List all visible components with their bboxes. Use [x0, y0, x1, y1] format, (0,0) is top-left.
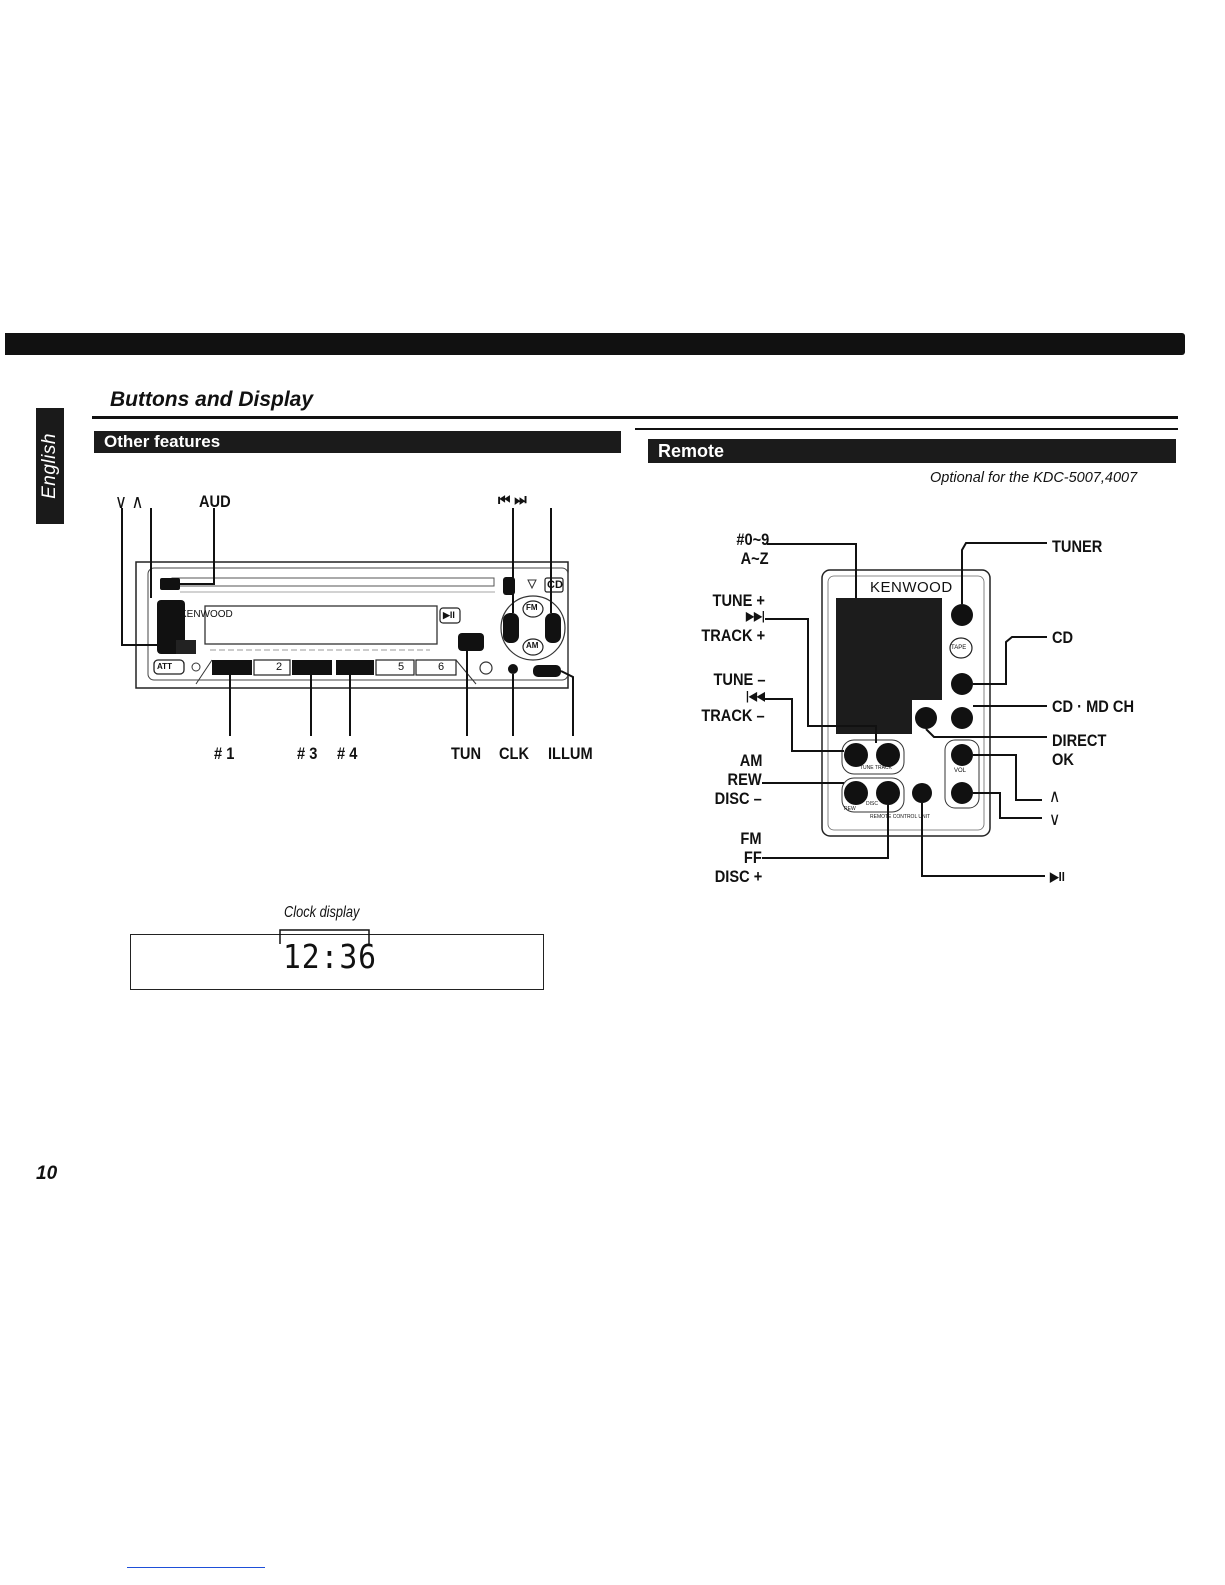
fm-button	[522, 600, 544, 618]
remote-track-minus-label: TRACK –	[701, 706, 765, 725]
illum-button	[533, 665, 561, 677]
play-button	[439, 607, 461, 624]
remote-num-label-1: #0~9	[736, 530, 769, 549]
att-button	[153, 659, 185, 675]
down-button	[951, 782, 973, 804]
cd-md-ch-button	[951, 707, 973, 729]
remote-ok-label: OK	[1052, 750, 1074, 769]
unit-att-label: ATT	[157, 662, 172, 671]
disc-minus-button	[844, 781, 868, 805]
remote-cd-md-ch-label: CD · MD CH	[1052, 697, 1135, 716]
remote-unit-label: REMOTE CONTROL UNIT	[870, 814, 931, 820]
remote-num-label-2: A~Z	[740, 549, 769, 568]
remote-prev-icon: |◀◀	[746, 689, 765, 703]
title-rule-secondary	[635, 428, 1178, 430]
disc-plus-button	[876, 781, 900, 805]
remote-brand: KENWOOD	[870, 579, 953, 596]
disc-logo	[176, 640, 196, 654]
clock-display-box	[130, 934, 544, 990]
unit-preset-2-label: 2	[276, 661, 283, 673]
down-up-label: ∨ ∧	[115, 492, 144, 513]
remote-tune-plus-label: TUNE +	[712, 591, 765, 610]
optional-note: Optional for the KDC-5007,4007	[930, 470, 1138, 486]
tun-label: TUN	[451, 744, 482, 763]
control-ring	[500, 595, 566, 661]
remote-cd-label: CD	[1052, 628, 1074, 647]
tune-plus-button	[876, 743, 900, 767]
title-rule	[92, 416, 1178, 419]
remote-rew-side-label: REW	[727, 770, 762, 789]
unit-play-label: ▶II	[443, 610, 455, 620]
preset-6	[415, 659, 457, 676]
release-button	[160, 578, 180, 590]
remote-body	[821, 569, 991, 837]
remote-rew-label: REW	[844, 806, 856, 812]
prev-next-label: ⏮ ⏭	[498, 492, 527, 509]
remote-tuner-label: TUNER	[1052, 537, 1103, 556]
display-window	[204, 605, 438, 645]
faceplate-inner	[147, 567, 569, 681]
unit-preset-6-label: 6	[438, 661, 445, 673]
tape-button	[949, 637, 973, 659]
preset-3-label: # 3	[297, 744, 318, 763]
language-tab: English	[36, 408, 64, 524]
illum-label: ILLUM	[548, 744, 593, 763]
play-pause-button	[912, 783, 932, 803]
header-bar	[5, 333, 1185, 355]
unit-cd-label: CD	[547, 579, 563, 591]
remote-disc-label: DISC	[866, 801, 878, 807]
preset-2	[253, 659, 291, 676]
unit-fm-label: FM	[526, 603, 538, 612]
unit-am-label: AM	[526, 641, 539, 650]
section-title: Buttons and Display	[110, 388, 314, 411]
clock-digits: 12:36	[283, 937, 377, 976]
scan-edge-line	[127, 1567, 265, 1568]
remote-tune-track-label: TUNE TRACK	[860, 765, 892, 771]
preset-3	[292, 660, 332, 675]
preset-4-label: # 4	[337, 744, 358, 763]
direct-button	[915, 707, 937, 729]
unit-preset-5-label: 5	[398, 661, 405, 673]
page-number: 10	[36, 1163, 58, 1184]
remote-ff-label: FF	[744, 848, 762, 867]
remote-tape-label: TAPE	[951, 645, 967, 651]
remote-am-label: AM	[739, 751, 762, 770]
other-features-band: Other features	[94, 431, 621, 453]
remote-tune-minus-label: TUNE –	[712, 670, 765, 689]
other-features-title: Other features	[104, 432, 221, 451]
preset-5	[375, 659, 415, 676]
preset-1	[212, 660, 252, 675]
remote-down-label: ∨	[1049, 809, 1061, 829]
remote-track-plus-label: TRACK +	[701, 626, 765, 645]
remote-next-icon: ▶▶|	[746, 609, 765, 623]
remote-up-label: ∧	[1049, 786, 1061, 806]
remote-band: Remote	[648, 439, 1176, 463]
clock-caption: Clock display	[284, 904, 360, 921]
remote-direct-label: DIRECT	[1052, 731, 1107, 750]
tune-minus-button	[844, 743, 868, 767]
remote-vol-label: VOL	[954, 768, 967, 774]
preset-1-label: # 1	[214, 744, 235, 763]
remote-title: Remote	[658, 441, 725, 461]
tuner-button	[951, 604, 973, 626]
remote-disc-plus-label: DISC +	[714, 867, 762, 886]
cd-button	[951, 673, 973, 695]
prev-button	[503, 613, 519, 643]
clk-button	[508, 664, 518, 674]
am-button	[522, 638, 544, 656]
remote-fm-label: FM	[740, 829, 762, 848]
preset-4	[336, 660, 374, 675]
unit-brand: KENWOOD	[180, 609, 233, 620]
tun-button	[458, 633, 484, 651]
remote-play-pause-label: ▶II	[1050, 869, 1065, 884]
clk-label: CLK	[499, 744, 530, 763]
aud-label: AUD	[199, 492, 231, 511]
next-button	[545, 613, 561, 643]
remote-disc-minus-label: DISC –	[714, 789, 762, 808]
up-button	[951, 744, 973, 766]
